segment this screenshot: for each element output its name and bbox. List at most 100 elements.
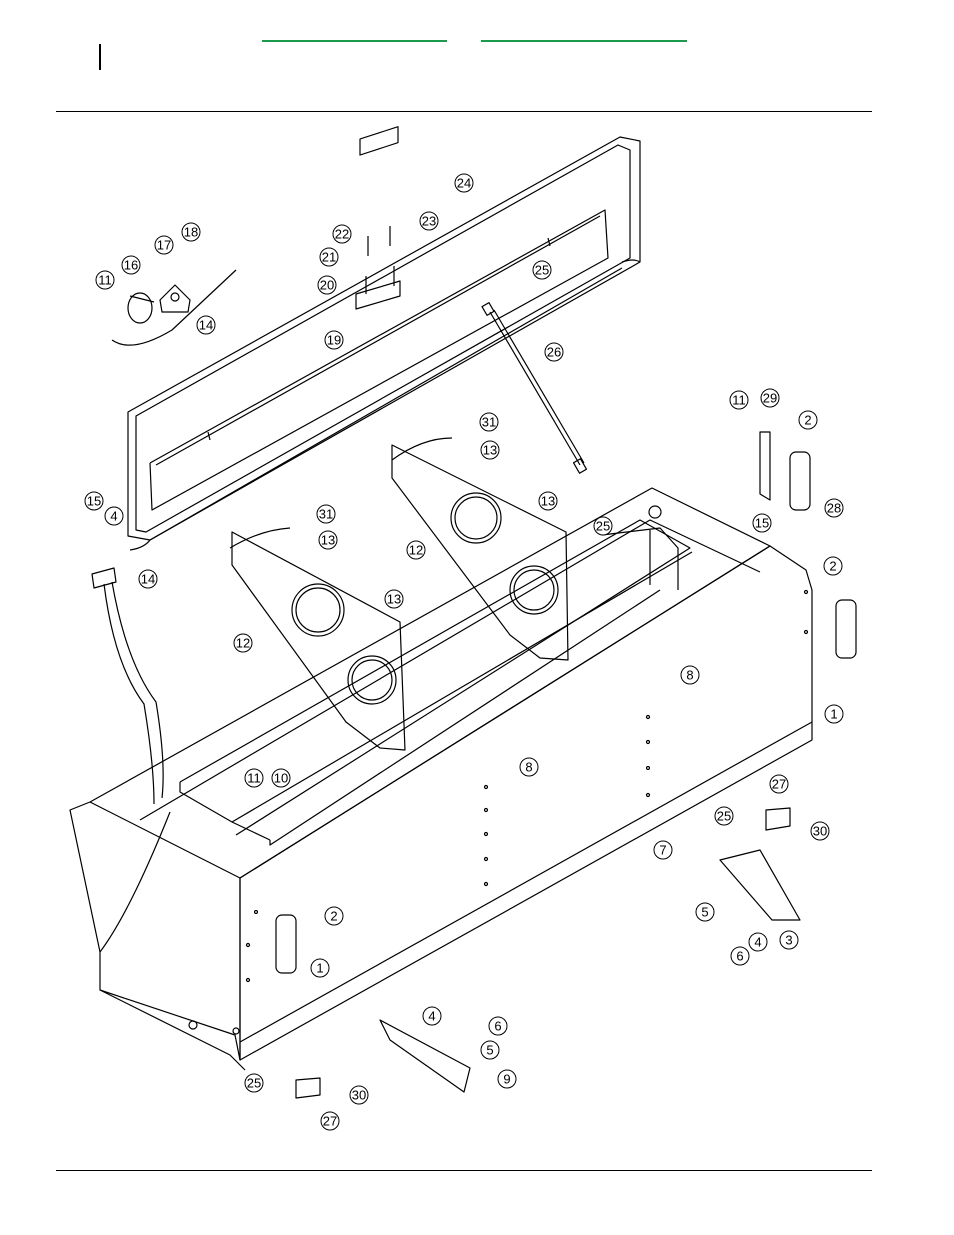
callout-25: 25 [714,806,734,826]
callout-number: 10 [274,771,288,786]
footer-rule [56,1170,872,1171]
callout-number: 12 [236,636,250,651]
callout-number: 2 [804,413,811,428]
callout-4: 4 [748,932,768,952]
callout-number: 29 [763,391,777,406]
callout-number: 11 [98,273,112,288]
callout-16: 16 [121,255,141,275]
callout-number: 11 [247,771,261,786]
callout-10: 10 [271,768,291,788]
callout-bubble [760,388,780,408]
callout-bubble [779,930,799,950]
callout-number: 14 [141,572,155,587]
callout-bubble [121,255,141,275]
callout-2: 2 [823,556,843,576]
callout-number: 1 [830,707,837,722]
callout-number: 31 [482,415,496,430]
callout-12: 12 [406,540,426,560]
callout-17: 17 [154,235,174,255]
callout-bubble [95,270,115,290]
callout-bubble [196,315,216,335]
callout-number: 15 [87,494,101,509]
callout-14: 14 [138,569,158,589]
callout-number: 13 [387,592,401,607]
callout-bubble [730,946,750,966]
callout-bubble [324,906,344,926]
callout-bubble [479,412,499,432]
callout-25: 25 [593,516,613,536]
callout-number: 26 [547,345,561,360]
callout-number: 21 [322,250,336,265]
callout-number: 27 [772,777,786,792]
callout-25: 25 [532,260,552,280]
callout-bubble [480,440,500,460]
callout-bubble [714,806,734,826]
callout-bubble [84,491,104,511]
callout-number: 25 [535,263,549,278]
callout-bubble [320,1111,340,1131]
callout-number: 4 [428,1009,435,1024]
callout-number: 2 [829,559,836,574]
header-link-right[interactable] [481,40,687,42]
callout-13: 13 [480,440,500,460]
callout-13: 13 [384,589,404,609]
callout-26: 26 [544,342,564,362]
latch-brackets [91,431,857,1099]
callout-number: 25 [247,1076,261,1091]
callout-15: 15 [752,513,772,533]
callout-25: 25 [244,1073,264,1093]
callout-number: 20 [320,278,334,293]
callout-number: 7 [659,843,666,858]
callout-13: 13 [538,491,558,511]
callout-bubble [233,633,253,653]
callout-bubble [349,1085,369,1105]
callout-bubble [824,498,844,518]
hopper-box [69,487,813,1071]
callout-number: 13 [541,494,555,509]
callout-number: 30 [813,824,827,839]
header-rule [56,111,872,112]
callout-11: 11 [95,270,115,290]
callout-number: 19 [327,333,341,348]
callout-4: 4 [104,506,124,526]
callout-number: 9 [503,1072,510,1087]
callout-bubble [310,958,330,978]
callout-number: 28 [827,501,841,516]
callout-bubble [769,774,789,794]
callout-bubble [823,556,843,576]
callout-31: 31 [316,504,336,524]
callout-3: 3 [779,930,799,950]
callout-number: 2 [330,909,337,924]
callout-bubble [680,665,700,685]
callout-8: 8 [519,757,539,777]
callout-bubble [244,768,264,788]
callout-5: 5 [695,902,715,922]
callout-5: 5 [480,1040,500,1060]
callout-bubble [384,589,404,609]
callout-bubble [544,342,564,362]
callout-27: 27 [320,1111,340,1131]
callout-number: 6 [736,949,743,964]
callout-30: 30 [349,1085,369,1105]
header-margin-bar [99,44,101,70]
callout-number: 25 [596,519,610,534]
hinge-assembly [111,126,401,346]
callout-22: 22 [332,224,352,244]
callout-31: 31 [479,412,499,432]
callout-bubble [317,275,337,295]
callout-bubble [532,260,552,280]
callout-6: 6 [488,1016,508,1036]
callout-number: 11 [732,393,746,408]
callout-bubble [695,902,715,922]
callout-number: 25 [717,809,731,824]
callout-20: 20 [317,275,337,295]
callout-number: 5 [486,1043,493,1058]
callout-number: 4 [110,509,117,524]
callout-number: 13 [321,533,335,548]
callout-bubble [181,222,201,242]
callout-number: 8 [525,760,532,775]
callout-1: 1 [824,704,844,724]
header-link-left[interactable] [262,40,447,42]
lid-panel [127,136,641,551]
